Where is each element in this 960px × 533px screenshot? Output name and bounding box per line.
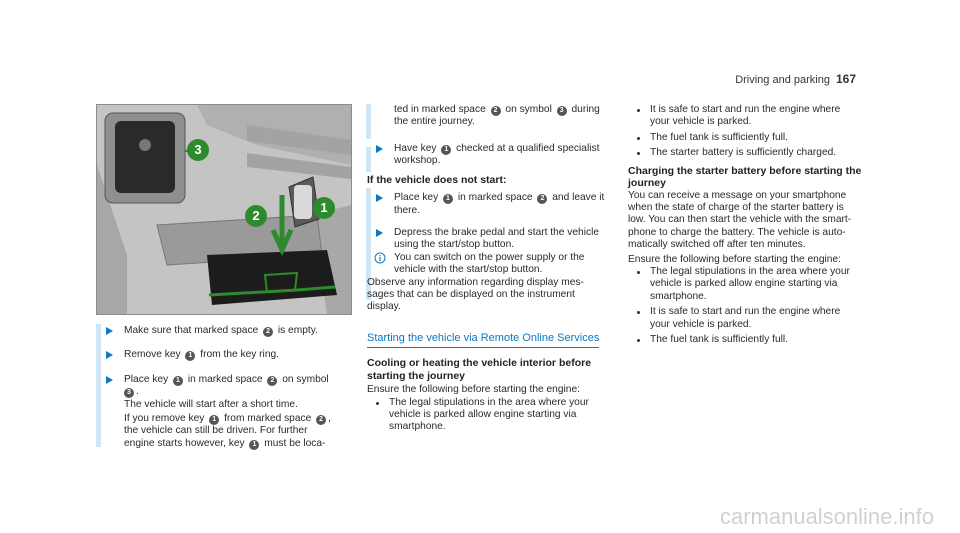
list-item: The fuel tank is sufficiently full. xyxy=(628,132,878,144)
step-depress-brake: Depress the brake pedal and start the ve… xyxy=(372,227,622,252)
console-drawing xyxy=(97,105,351,314)
heading-cooling-heating: Cooling or heating the vehicle interior … xyxy=(367,357,592,370)
step-arrow-icon xyxy=(376,144,383,153)
step-check-space: Make sure that marked space 2 is empty. xyxy=(102,325,352,337)
heading-charging-battery: Charging the starter battery before star… xyxy=(628,164,862,177)
step-arrow-icon xyxy=(106,327,113,335)
remote-services-link[interactable]: Starting the vehicle via Remote Online S… xyxy=(367,331,600,348)
ensure-text: Ensure the following before starting the… xyxy=(628,253,841,265)
heading-no-start: If the vehicle does not start: xyxy=(367,173,507,186)
column-3: It is safe to start and run the engine w… xyxy=(628,104,878,347)
highlight-bar xyxy=(366,147,371,172)
observe-paragraph: Observe any information regarding displa… xyxy=(367,276,584,313)
list-item: The legal stipulations in the area where… xyxy=(628,266,878,303)
list-item: It is safe to start and run the engine w… xyxy=(628,306,878,331)
column-2: ted in marked space 2 on symbol 3 during… xyxy=(367,104,622,434)
step-arrow-icon xyxy=(106,351,113,360)
start-key-illustration: 3 1 2 xyxy=(96,104,352,315)
charging-paragraph: You can receive a message on your smartp… xyxy=(628,189,852,251)
list-item: The starter battery is sufficiently char… xyxy=(628,147,878,159)
page-number: 167 xyxy=(835,72,856,86)
callout-2: 2 xyxy=(245,205,267,227)
info-icon xyxy=(374,252,386,264)
step-place-key: Place key 1 in marked space 2 on symbol … xyxy=(102,374,352,450)
step-remove-key: Remove key 1 from the key ring. xyxy=(102,349,352,362)
watermark: carmanualsonline.info xyxy=(719,503,934,529)
highlight-bar xyxy=(96,324,101,447)
callout-1: 1 xyxy=(313,197,335,219)
step-have-key-checked: Have key 1 checked at a qualified specia… xyxy=(372,143,622,168)
step-arrow-icon xyxy=(376,194,383,203)
list-item: The legal stipulations in the area where… xyxy=(367,397,622,434)
list-item: It is safe to start and run the engine w… xyxy=(628,104,878,129)
step-arrow-icon xyxy=(106,375,113,384)
highlight-bar xyxy=(366,104,371,139)
list-item: The fuel tank is sufficiently full. xyxy=(628,334,878,346)
column-1: Make sure that marked space 2 is empty. … xyxy=(102,325,352,450)
highlight-bar xyxy=(366,188,371,300)
step-arrow-icon xyxy=(376,228,383,237)
ensure-text: Ensure the following before starting the… xyxy=(367,384,580,396)
page-header: Driving and parking 167 xyxy=(735,73,856,86)
step-place-key-leave: Place key 1 in marked space 2 and leave … xyxy=(372,192,622,217)
callout-3: 3 xyxy=(187,139,209,161)
section-title: Driving and parking xyxy=(735,74,830,86)
info-note: You can switch on the power supply or th… xyxy=(372,252,622,277)
